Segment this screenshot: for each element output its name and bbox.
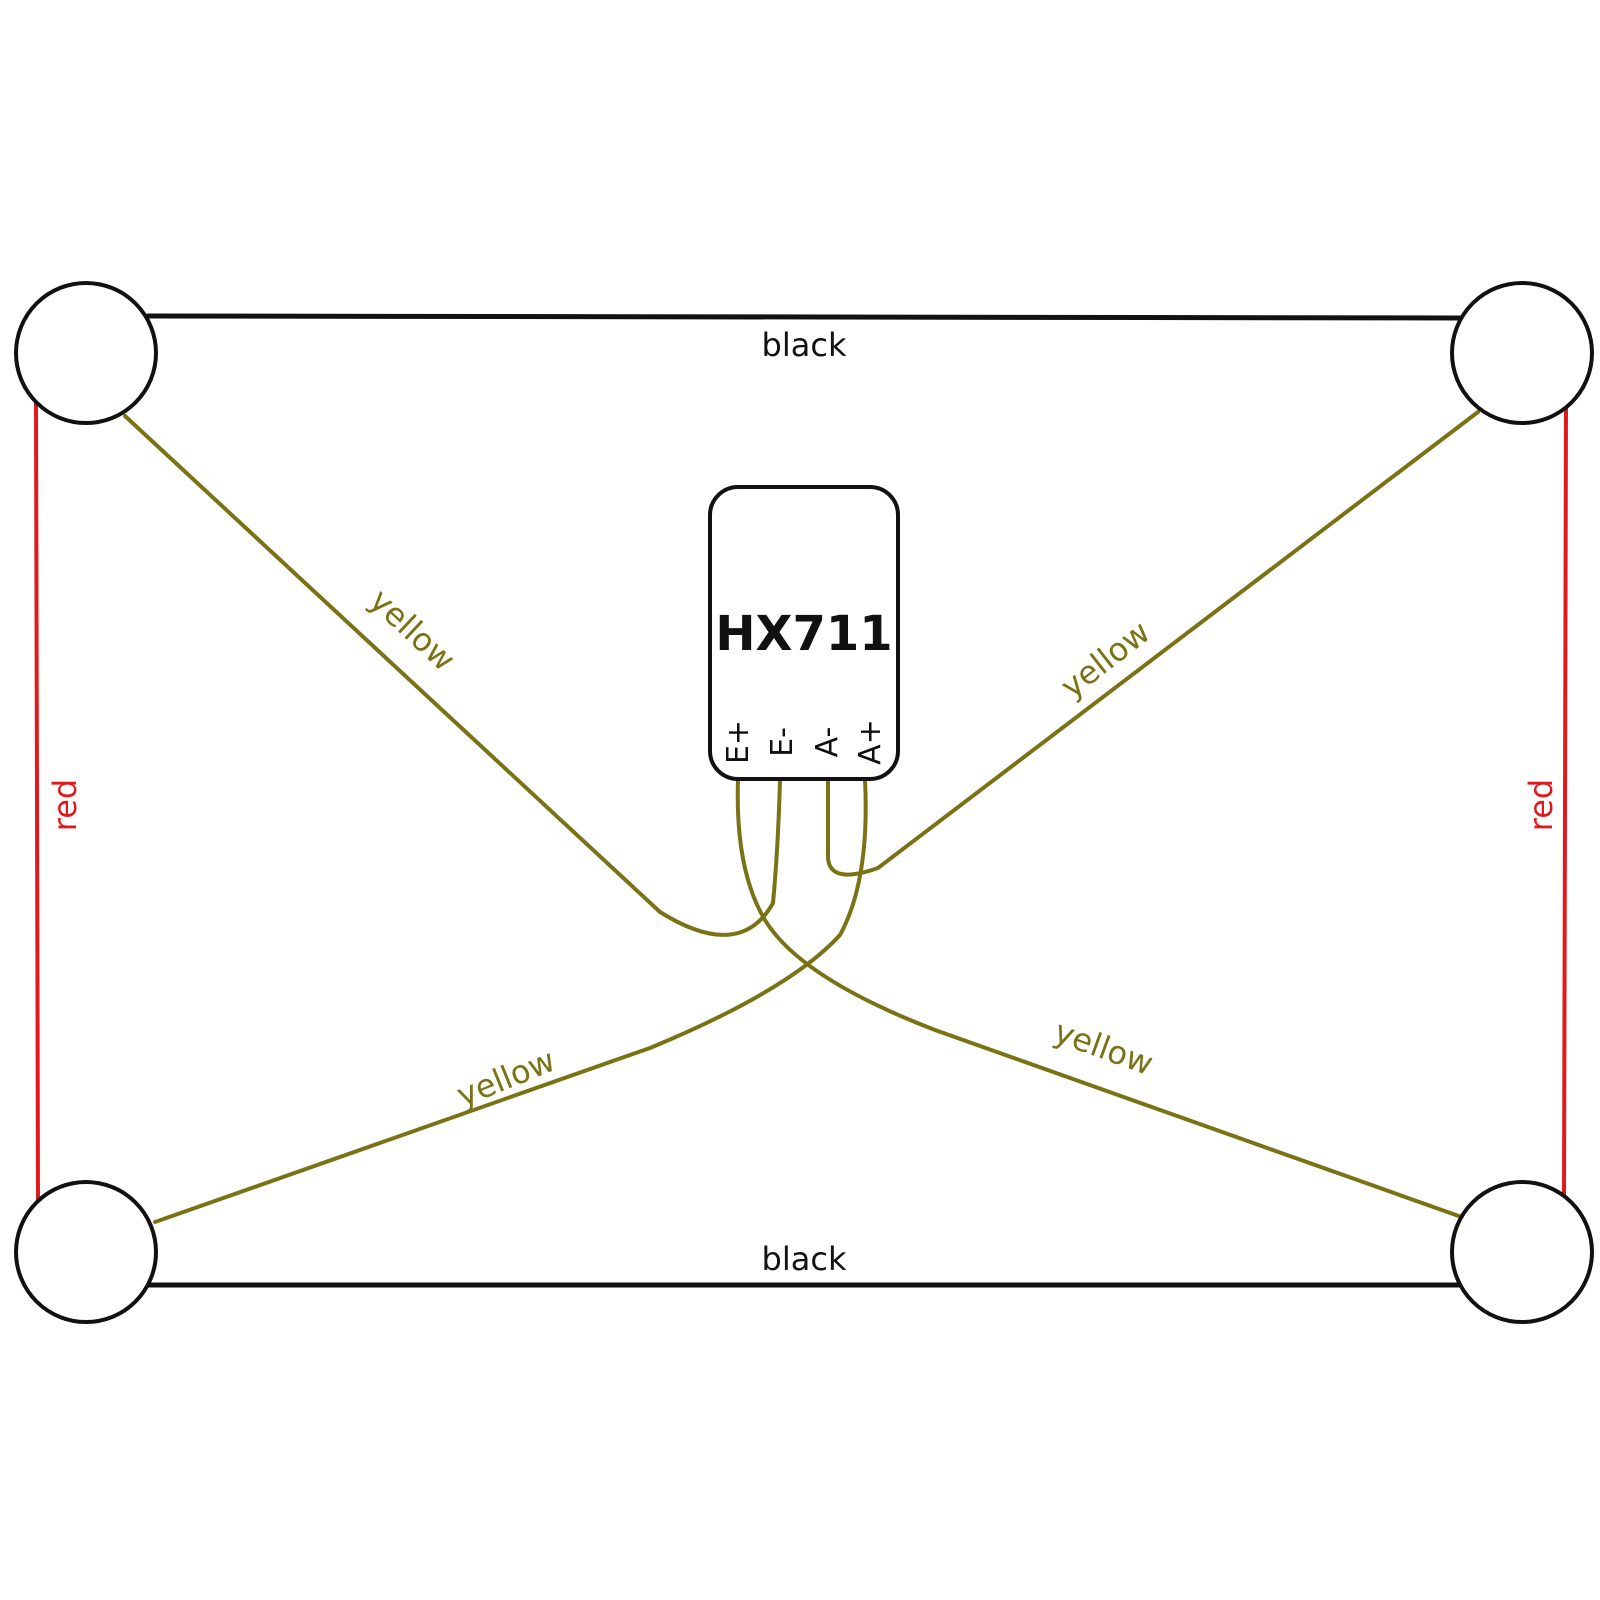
load-cell-top-right <box>1450 281 1594 425</box>
wire-yellow-top-right <box>826 410 1480 877</box>
wire-yellow-top-left <box>123 414 782 937</box>
hx711-title: HX711 <box>715 606 892 662</box>
label-left-red: red <box>46 779 84 831</box>
wire-right-red <box>1562 402 1568 1202</box>
label-yellow-top-right: yellow <box>1053 613 1157 706</box>
wire-left-red <box>34 402 40 1202</box>
load-cell-bottom-right <box>1450 1180 1594 1324</box>
wire-yellow-bottom-left <box>153 778 868 1224</box>
pin-label-e-plus: E+ <box>721 720 756 764</box>
wire-yellow-bottom-right <box>735 778 1472 1222</box>
load-cell-bottom-left <box>14 1180 158 1324</box>
label-yellow-bottom-left: yellow <box>451 1041 560 1115</box>
pin-label-a-plus: A+ <box>853 719 888 765</box>
label-right-red: red <box>1522 779 1560 831</box>
pin-label-a-minus: A- <box>810 727 845 758</box>
hx711-module <box>708 485 900 781</box>
label-yellow-top-left: yellow <box>362 581 463 678</box>
load-cell-top-left <box>14 281 158 425</box>
label-bottom-black: black <box>762 1240 847 1278</box>
label-top-black: black <box>762 326 847 364</box>
wire-top-black <box>145 313 1463 321</box>
label-yellow-bottom-right: yellow <box>1049 1012 1158 1083</box>
pin-label-e-minus: E- <box>765 727 800 757</box>
